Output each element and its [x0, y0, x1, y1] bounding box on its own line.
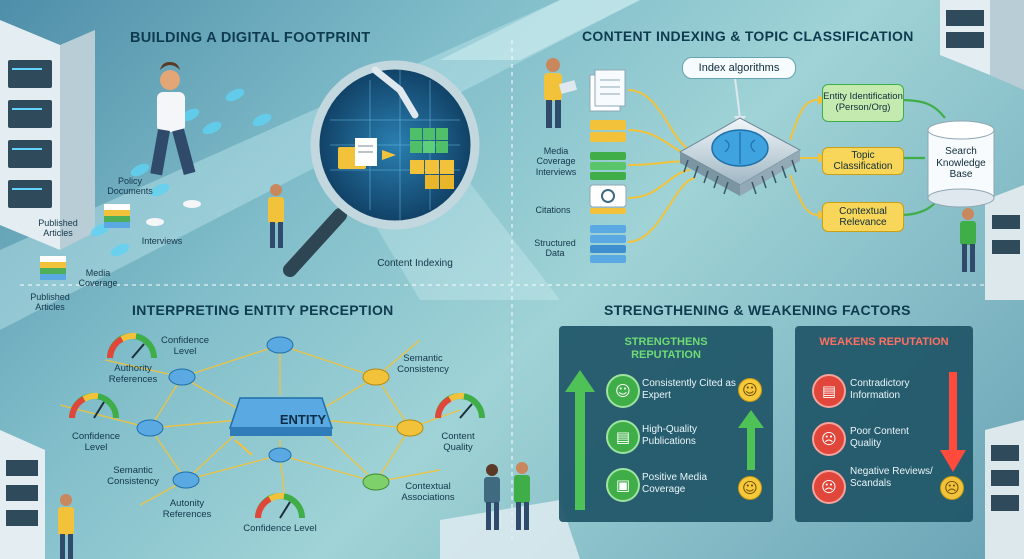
- entity-label: ENTITY: [279, 412, 327, 427]
- server-rack-icon: [0, 20, 95, 250]
- contextual-relevance-box: Contextual Relevance: [822, 202, 904, 232]
- gauge-icon: [107, 332, 157, 359]
- label-confidence-level: Confidence Level: [71, 431, 121, 453]
- publication-icon: ▤: [606, 420, 640, 454]
- label-media-coverage: Media Coverage: [78, 268, 118, 289]
- strengthen-item: Positive Media Coverage: [642, 472, 708, 495]
- label-semantic-consistency: Semantic Consistency: [397, 353, 449, 375]
- label-media-coverage-interviews: Media Coverage Interviews: [535, 146, 577, 177]
- gauge-icon: [69, 392, 119, 419]
- weaken-item: Contradictory Information: [850, 378, 910, 401]
- smiley-icon: ☺: [738, 476, 762, 500]
- people-handshake-icon: [440, 462, 580, 559]
- processor-chip-icon: [678, 117, 802, 196]
- strengthen-item: Consistently Cited as Expert: [642, 378, 736, 401]
- layer-stack-icon: [590, 152, 626, 180]
- gauge-icon: [435, 392, 485, 419]
- strengthens-panel: [559, 326, 773, 522]
- contradiction-icon: ▤: [812, 374, 846, 408]
- strengthens-heading: STRENGTHENS REPUTATION: [624, 336, 708, 361]
- sad-face-icon: ☹: [812, 470, 846, 504]
- person-icon: [544, 58, 578, 128]
- label-citations: Citations: [535, 205, 571, 215]
- label-content-quality: Content Quality: [441, 431, 475, 453]
- smiley-icon: ☺: [738, 378, 762, 402]
- arrow-down-icon: [940, 372, 966, 472]
- network-nodes: [136, 336, 424, 491]
- label-search-knowledge-base: Search Knowledge Base: [936, 146, 986, 180]
- person-walking-icon: [146, 62, 201, 226]
- arrow-up-icon: [738, 410, 764, 470]
- q2-title: CONTENT INDEXING & TOPIC CLASSIFICATION: [582, 28, 914, 44]
- document-stack-icon: [104, 204, 130, 228]
- server-rack-icon: [985, 420, 1024, 559]
- server-rack-icon: [985, 185, 1024, 300]
- sad-face-icon: ☹: [940, 476, 964, 500]
- folder-stack-icon: [590, 120, 626, 142]
- label-content-indexing: Content Indexing: [377, 258, 453, 269]
- arrow-up-icon: [565, 370, 595, 510]
- database-icon: [927, 120, 995, 208]
- q1-title: BUILDING A DIGITAL FOOTPRINT: [130, 30, 371, 46]
- label-autonity-references: Autonity References: [162, 498, 212, 520]
- gauge-icon: [255, 492, 305, 519]
- expert-badge-icon: ☺: [606, 374, 640, 408]
- label-interviews: Interviews: [141, 236, 183, 246]
- weaken-item: Poor Content Quality: [850, 426, 909, 449]
- q4-title: STRENGTHENING & WEAKENING FACTORS: [604, 302, 911, 318]
- label-confidence-level: Confidence Level: [160, 335, 210, 357]
- media-coverage-icon: ▣: [606, 468, 640, 502]
- label-authority-references: Authority References: [108, 363, 158, 385]
- person-icon: [58, 494, 74, 559]
- server-rack-icon: [0, 430, 45, 559]
- citation-stack-icon: [589, 184, 627, 214]
- label-published-articles: Published Articles: [30, 292, 70, 313]
- server-rack-icon: [940, 0, 1024, 90]
- entity-node: [228, 397, 334, 436]
- magnifying-glass-icon: [283, 60, 560, 300]
- footprint-icons: [90, 88, 272, 257]
- topic-classification-box: Topic Classification: [822, 147, 904, 175]
- label-policy-documents: Policy Documents: [107, 176, 153, 197]
- database-stack-icon: [590, 225, 626, 263]
- document-stack-icon: [589, 69, 626, 112]
- weaken-item: Negative Reviews/ Scandals: [850, 466, 933, 489]
- label-structured-data: Structured Data: [534, 238, 576, 259]
- label-published-articles: Published Articles: [38, 218, 78, 239]
- label-contextual-associations: Contextual Associations: [401, 481, 455, 503]
- entity-identification-box: Entity Identification (Person/Org): [822, 84, 904, 122]
- person-icon: [960, 208, 976, 272]
- strengthen-item: High-Quality Publications: [642, 424, 698, 447]
- document-stack-icon: [40, 256, 66, 280]
- sad-face-icon: ☹: [812, 422, 846, 456]
- index-algorithms-pill: Index algorithms: [682, 57, 796, 79]
- q3-title: INTERPRETING ENTITY PERCEPTION: [132, 302, 394, 318]
- person-icon: [268, 184, 284, 248]
- weakens-heading: WEAKENS REPUTATION: [819, 336, 949, 348]
- label-semantic-consistency: Semantic Consistency: [107, 465, 159, 487]
- label-confidence-level: Confidence Level: [243, 523, 317, 534]
